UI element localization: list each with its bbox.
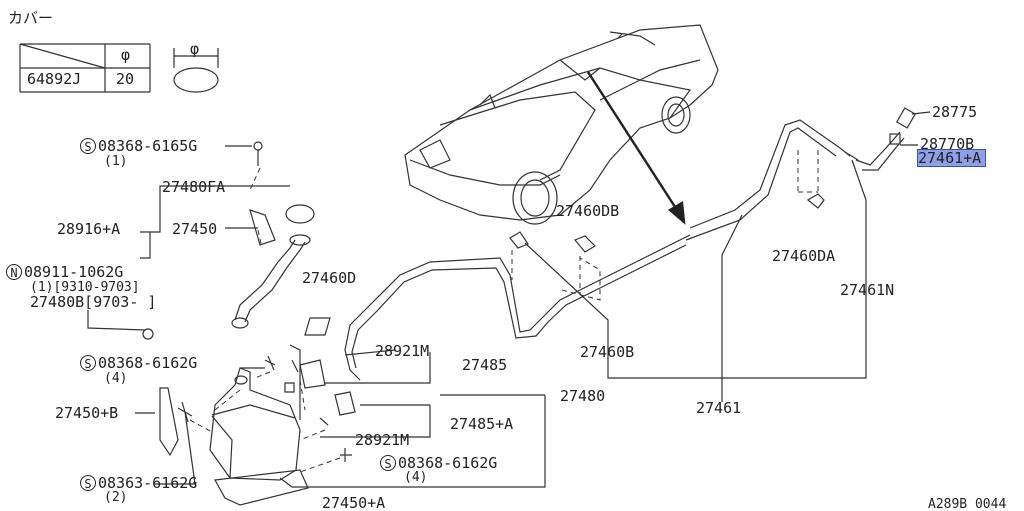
cover-table-diameter: 20: [116, 70, 135, 88]
service-part-s-icon: S: [380, 455, 396, 471]
bolt-qty: (1): [104, 154, 128, 169]
callout-28770b[interactable]: 28770B: [920, 135, 975, 153]
callout-27450-a[interactable]: 27450+A: [322, 494, 386, 511]
bolt-part-number: 08368-6162G: [398, 454, 498, 472]
cover-table-part-number: 64892J: [27, 70, 82, 88]
callout-28921m-lower[interactable]: 28921M: [355, 431, 410, 449]
callout-27461-a-highlighted[interactable]: 27461+A: [917, 149, 986, 167]
callout-27461[interactable]: 27461: [696, 399, 742, 417]
bolt-part-number: 08368-6165G: [98, 137, 198, 155]
bolt-part-number: 08363-6162G: [98, 474, 198, 492]
service-part-s-icon: S: [80, 475, 96, 491]
callout-28775[interactable]: 28775: [932, 103, 978, 121]
callout-27480[interactable]: 27480: [560, 387, 606, 405]
callout-27450[interactable]: 27450: [172, 220, 218, 238]
callout-27460b[interactable]: 27460B: [580, 343, 635, 361]
callout-27480fa[interactable]: 27480FA: [162, 178, 226, 196]
callout-28921m-upper[interactable]: 28921M: [375, 342, 430, 360]
callout-28916-a[interactable]: 28916+A: [57, 220, 121, 238]
cover-table-title: カバー: [8, 9, 54, 27]
service-part-s-icon: S: [80, 138, 96, 154]
callout-27485[interactable]: 27485: [462, 356, 508, 374]
bolt-qty: (2): [104, 490, 128, 505]
nut-part-number: 08911-1062G: [24, 263, 124, 281]
callout-27485-a[interactable]: 27485+A: [450, 415, 514, 433]
figure-code: A289B 0044: [928, 497, 1007, 511]
callout-27461n[interactable]: 27461N: [840, 281, 895, 299]
callout-27450-b[interactable]: 27450+B: [55, 404, 119, 422]
callout-27460da[interactable]: 27460DA: [772, 247, 836, 265]
service-part-s-icon: S: [80, 355, 96, 371]
cover-table-header-symbol: φ: [121, 46, 131, 64]
service-part-n-icon: N: [6, 264, 22, 280]
nut-note-1: (1)[9310-9703]: [30, 280, 140, 295]
diameter-symbol: φ: [190, 40, 200, 58]
bolt-qty: (4): [404, 470, 428, 485]
callout-27460d[interactable]: 27460D: [302, 269, 357, 287]
bolt-part-number: 08368-6162G: [98, 354, 198, 372]
bolt-qty: (4): [104, 371, 128, 386]
nut-note-2: 27480B[9703- ]: [30, 293, 157, 311]
callout-27460db[interactable]: 27460DB: [556, 202, 620, 220]
